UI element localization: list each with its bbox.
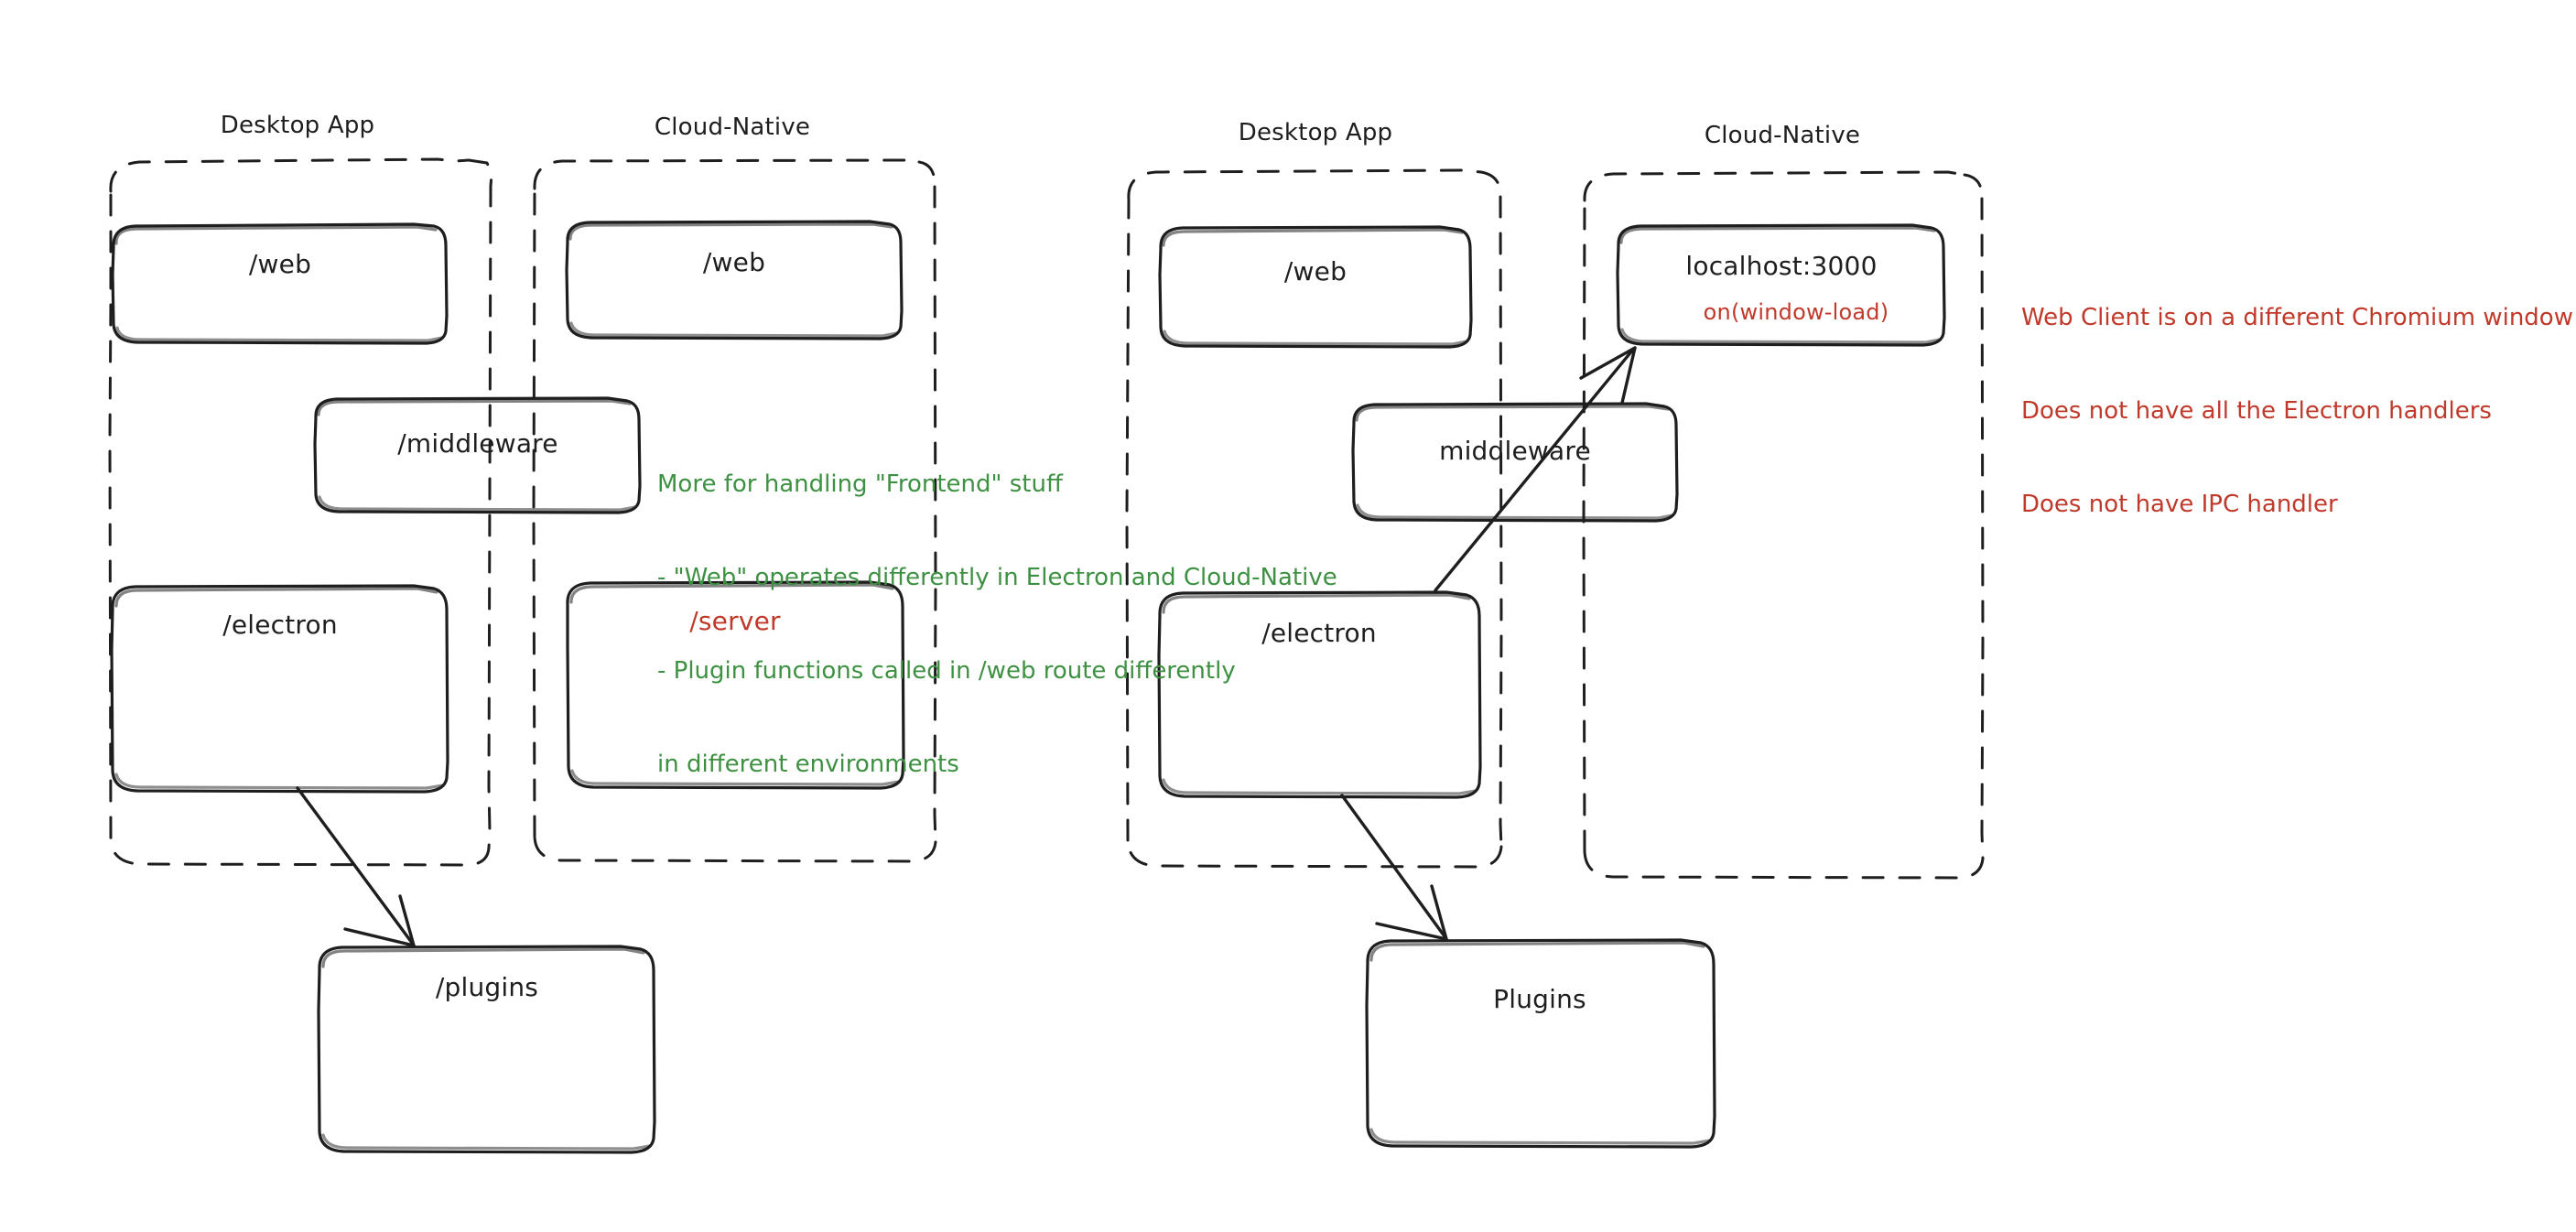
group-left-cloud [532, 159, 937, 863]
annotation-green: More for handling "Frontend" stuff - "We… [657, 406, 1337, 842]
node-label-right-localhost: localhost:3000 [1685, 251, 1878, 281]
node-label-right-middleware: middleware [1439, 436, 1591, 466]
node-label-right-desktop-web: /web [1283, 256, 1348, 286]
group-left-desktop [108, 159, 492, 868]
annotation-green-line-2: - "Web" operates differently in Electron… [657, 564, 1337, 591]
node-label-left-server: /server [689, 606, 781, 636]
annotation-red-line-3: Does not have IPC handler [2021, 491, 2338, 518]
node-label-left-middleware: /middleware [397, 428, 558, 459]
annotation-green-line-3: - Plugin functions called in /web route … [657, 657, 1236, 685]
group-title-right-desktop: Desktop App [1238, 119, 1393, 146]
node-label-left-cloud-web: /web [702, 247, 766, 277]
group-right-cloud [1583, 172, 1985, 880]
group-right-desktop [1126, 170, 1503, 869]
annotation-green-line-1: More for handling "Frontend" stuff [657, 470, 1063, 498]
node-label-left-plugins: /plugins [435, 972, 539, 1002]
node-label-left-desktop-web: /web [248, 249, 312, 279]
node-right-plugins[interactable] [1365, 939, 1716, 1149]
annotation-red: Web Client is on a different Chromium wi… [2021, 240, 2573, 582]
group-title-right-cloud: Cloud-Native [1704, 122, 1861, 149]
node-label-left-electron: /electron [222, 610, 338, 640]
group-title-left-desktop: Desktop App [220, 112, 375, 139]
annotation-red-line-2: Does not have all the Electron handlers [2021, 397, 2492, 425]
node-left-plugins[interactable] [317, 946, 655, 1154]
annotation-green-line-4: in different environments [657, 751, 959, 778]
group-title-left-cloud: Cloud-Native [654, 113, 811, 141]
node-label-right-electron: /electron [1261, 618, 1377, 648]
node-sublabel-right-localhost: on(window-load) [1703, 299, 1889, 325]
annotation-red-line-1: Web Client is on a different Chromium wi… [2021, 304, 2573, 331]
node-label-right-plugins: Plugins [1493, 984, 1586, 1014]
